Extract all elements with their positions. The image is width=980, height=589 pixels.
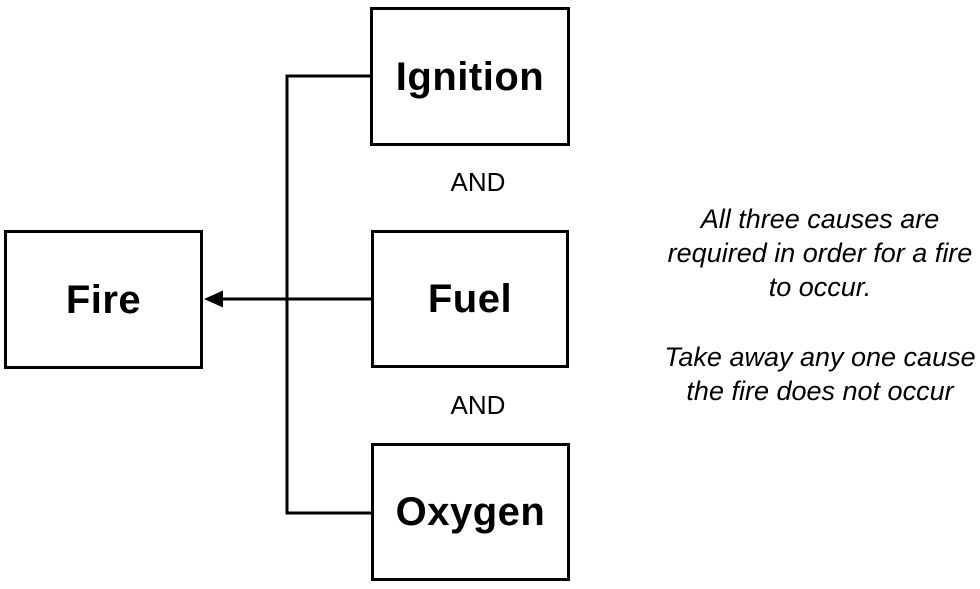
node-fuel: Fuel [371, 230, 569, 368]
node-fire-label: Fire [65, 277, 142, 322]
arrowhead-icon [204, 290, 223, 308]
annotation-line: required in order for a fire [667, 238, 973, 268]
annotation-paragraph-1: All three causes are required in order f… [655, 202, 980, 304]
annotation-line: Take away any one cause [664, 342, 976, 372]
node-fuel-label: Fuel [427, 277, 513, 321]
node-fire: Fire [4, 230, 203, 369]
node-ignition: Ignition [370, 7, 570, 146]
annotation-line: the fire does not occur [686, 376, 954, 406]
and-operator-top: AND [450, 167, 506, 197]
annotation-line: to occur. [768, 272, 872, 302]
annotation-text: All three causes are required in order f… [655, 202, 980, 408]
node-oxygen: Oxygen [371, 443, 570, 581]
node-oxygen-label: Oxygen [395, 490, 546, 534]
and-operator-bottom: AND [450, 390, 506, 420]
annotation-paragraph-2: Take away any one cause the fire does no… [655, 340, 980, 408]
annotation-line: All three causes are [700, 204, 940, 234]
node-ignition-label: Ignition [395, 54, 545, 99]
